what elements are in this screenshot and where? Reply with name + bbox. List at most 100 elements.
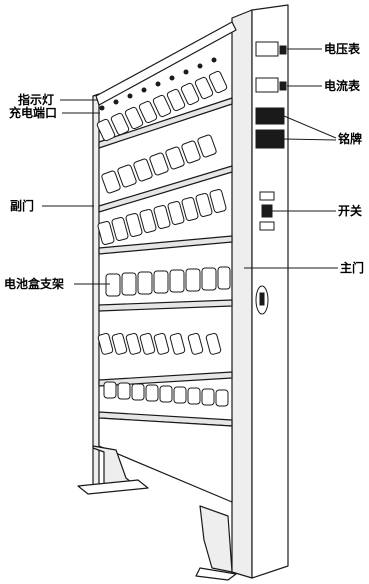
- ammeter-display: [255, 77, 279, 93]
- cradle: [149, 152, 169, 176]
- cradle: [201, 267, 217, 291]
- cradle-row-6: [103, 381, 229, 407]
- cradle: [97, 332, 114, 355]
- voltmeter-knob: [279, 45, 287, 55]
- cradle: [215, 389, 229, 407]
- cradle: [194, 76, 214, 100]
- cradle: [117, 164, 137, 188]
- cradle: [97, 220, 115, 246]
- shelf-5: [98, 371, 233, 387]
- cradle: [195, 192, 213, 218]
- nameplate-panel-1: [255, 107, 285, 125]
- cradle: [145, 384, 159, 402]
- right-foot: [195, 567, 237, 581]
- cradle: [101, 170, 121, 194]
- right-leg: [199, 505, 233, 573]
- cradle: [180, 82, 200, 106]
- cradle: [103, 381, 117, 399]
- cradle: [217, 266, 231, 290]
- cradle: [181, 140, 201, 164]
- indicator-light: [113, 99, 119, 105]
- leader-nameplate-a: [283, 115, 337, 139]
- cradle: [153, 270, 169, 294]
- left-frame-post: [92, 93, 100, 493]
- cradle: [153, 332, 170, 355]
- cradle: [173, 386, 187, 404]
- cradle: [121, 272, 137, 296]
- indicator-light: [127, 93, 133, 99]
- cradle: [139, 332, 156, 355]
- cradle: [105, 273, 121, 297]
- cradle: [167, 200, 185, 226]
- cradle: [187, 387, 201, 405]
- cradle: [153, 204, 171, 230]
- cradle: [96, 118, 116, 142]
- indicator-light: [155, 81, 161, 87]
- cradle: [209, 188, 227, 214]
- cradle: [137, 271, 153, 295]
- cradle: [117, 382, 131, 400]
- shelf-3: [98, 235, 233, 255]
- shelf-4: [98, 299, 233, 312]
- cradle: [187, 332, 204, 355]
- cradle: [159, 385, 173, 403]
- main-door-keyhole: [259, 292, 265, 306]
- cradle: [125, 212, 143, 238]
- cradle: [111, 332, 128, 355]
- switch-body: [261, 204, 273, 218]
- cradle: [166, 88, 186, 112]
- indicator-light: [211, 57, 217, 63]
- cradle: [133, 158, 153, 182]
- ammeter-knob: [279, 81, 287, 91]
- label-ammeter: 电流表: [324, 79, 361, 93]
- cradle: [152, 94, 172, 118]
- indicator-light: [141, 87, 147, 93]
- cradle: [131, 383, 145, 401]
- left-foot: [77, 479, 149, 495]
- cradle-row-2: [101, 134, 217, 194]
- indicator-lights-row-1: [99, 57, 217, 111]
- cradle: [124, 106, 144, 130]
- cradle: [125, 332, 142, 355]
- switch-panel-top: [259, 191, 275, 201]
- indicator-light: [99, 105, 105, 111]
- bottom-skirt: [98, 417, 233, 503]
- nameplate-panel-2: [255, 129, 285, 149]
- label-main-door: 主门: [340, 261, 365, 275]
- cradle-row-5: [97, 332, 222, 355]
- shelf-2: [98, 165, 233, 213]
- indicator-light: [197, 63, 203, 69]
- voltmeter-display: [255, 41, 279, 57]
- cradle-row-3: [97, 188, 227, 246]
- label-nameplate: 铭牌: [338, 132, 363, 146]
- cradle: [111, 216, 129, 242]
- top-panel: [95, 21, 237, 106]
- cradle: [139, 208, 157, 234]
- cradle: [169, 332, 186, 355]
- label-secondary-door: 副门: [10, 199, 35, 213]
- label-charging-port: 充电端口: [9, 106, 58, 120]
- leader-nameplate-b: [283, 138, 337, 141]
- indicator-light: [183, 69, 189, 75]
- cradle: [165, 146, 185, 170]
- label-switch: 开关: [338, 204, 363, 218]
- label-battery-box-rack: 电池盒支架: [4, 277, 65, 291]
- label-indicator-light: 指示灯: [18, 93, 55, 107]
- indicator-light: [169, 75, 175, 81]
- cradle: [201, 388, 215, 406]
- cradle: [208, 70, 228, 94]
- cradle: [185, 268, 201, 292]
- main-column-side: [231, 9, 253, 579]
- cradle: [205, 332, 222, 355]
- cradle: [110, 112, 130, 136]
- cradle: [138, 100, 158, 124]
- switch-panel-bottom: [259, 221, 275, 231]
- cradle: [169, 269, 185, 293]
- cradle-row-4: [105, 266, 231, 297]
- cradle: [197, 134, 217, 158]
- label-voltmeter: 电压表: [324, 42, 361, 56]
- shelf-1: [98, 97, 233, 149]
- cradle: [181, 196, 199, 222]
